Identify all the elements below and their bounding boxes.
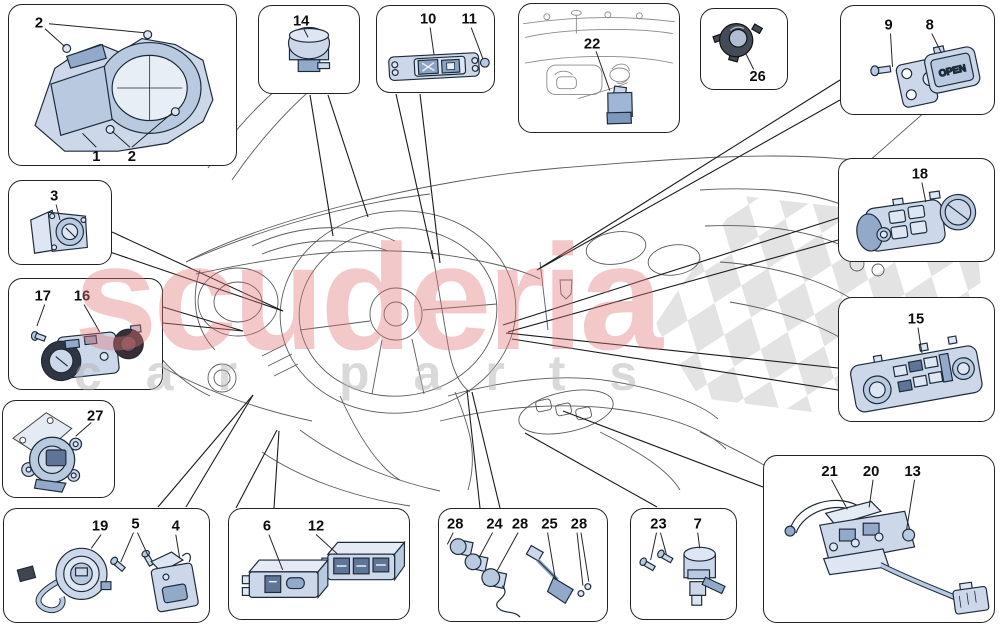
leader-lines: [109, 79, 841, 509]
part-number-label: 28: [571, 517, 587, 533]
part-number-label: 1: [92, 149, 100, 165]
sensor-drawing: 14: [287, 14, 331, 73]
open-button-drawing: OPEN 9 8: [870, 18, 981, 108]
part-number-label: 28: [447, 517, 463, 533]
switch-packs-drawing: 6 12: [241, 519, 406, 600]
part-number-label: 28: [512, 517, 528, 533]
part-number-label: 2: [35, 16, 43, 32]
part-number-label: 9: [884, 18, 892, 34]
callout-switch-3[interactable]: 3: [8, 180, 112, 265]
callout-switch-pack-10-11[interactable]: 10 11: [376, 5, 495, 93]
part-number-label: 26: [750, 69, 766, 85]
callout-pump-7-23[interactable]: 23 7: [630, 508, 737, 620]
callout-instrument-cluster[interactable]: 2 1 2: [8, 4, 237, 166]
part-number-label: 27: [87, 409, 103, 425]
part-number-label: 20: [863, 464, 879, 480]
part-number-label: 14: [293, 14, 310, 30]
part-number-label: 3: [50, 189, 58, 205]
part-number-label: 16: [74, 289, 90, 305]
part-number-label: 24: [486, 517, 503, 533]
part-number-label: 18: [912, 167, 928, 183]
rotary-switch-drawing: 3: [30, 189, 88, 254]
callout-climate-panel-15[interactable]: 15: [838, 297, 995, 422]
light-switch-drawing: 17 16: [30, 289, 144, 382]
actuator-drawing: 27: [12, 409, 103, 493]
lamps-harness-drawing: 28 24 28 25 28: [446, 517, 592, 618]
latch-handle-drawing: 21 20 13: [784, 464, 990, 615]
part-number-label: 6: [263, 519, 271, 535]
part-number-label: 22: [584, 36, 600, 52]
callout-motor-latch-19-5-4[interactable]: 19 5 4: [3, 508, 210, 623]
roof-console-drawing: 22: [523, 9, 675, 125]
part-number-label: 12: [308, 519, 324, 535]
instrument-cluster-drawing: 2 1 2: [34, 16, 214, 165]
part-number-label: 13: [904, 464, 920, 480]
callout-light-switch-16-17[interactable]: 17 16: [8, 278, 163, 390]
callout-roof-module-22[interactable]: 22: [518, 3, 680, 133]
switch-panel-drawing: 18: [856, 167, 977, 252]
climate-panel-drawing: 15: [850, 312, 983, 413]
part-number-label: 19: [92, 519, 108, 535]
callout-latch-handle-21-20-13[interactable]: 21 20 13: [763, 455, 995, 623]
part-number-label: 15: [908, 312, 924, 328]
part-number-label: 17: [35, 289, 51, 305]
callout-switch-panel-18[interactable]: 18: [838, 158, 995, 262]
callout-open-button-8-9[interactable]: OPEN 9 8: [840, 5, 995, 115]
part-number-label: 4: [172, 519, 181, 535]
part-number-label: 25: [541, 517, 557, 533]
callout-lamps-harness-24-25-28[interactable]: 28 24 28 25 28: [438, 508, 608, 622]
part-number-label: 10: [420, 12, 436, 28]
motor-latch-drawing: 19 5 4: [16, 517, 199, 614]
callout-sensor-14[interactable]: 14: [258, 5, 360, 94]
part-number-label: 23: [650, 517, 666, 533]
pump-button-drawing: 23 7: [639, 517, 726, 606]
part-number-label: 11: [461, 12, 476, 28]
part-number-label: 8: [926, 18, 934, 34]
callout-actuator-27[interactable]: 27: [2, 400, 115, 498]
part-number-label: 21: [821, 464, 837, 480]
callout-switch-packs-6-12[interactable]: 6 12: [228, 508, 410, 620]
part-number-label: 5: [131, 517, 139, 533]
round-sensor-drawing: 26: [712, 23, 766, 85]
callout-sensor-26[interactable]: 26: [700, 8, 788, 90]
part-number-label: 7: [694, 517, 702, 533]
part-number-label: 2: [128, 149, 136, 165]
switch-pack-drawing: 10 11: [388, 12, 490, 81]
